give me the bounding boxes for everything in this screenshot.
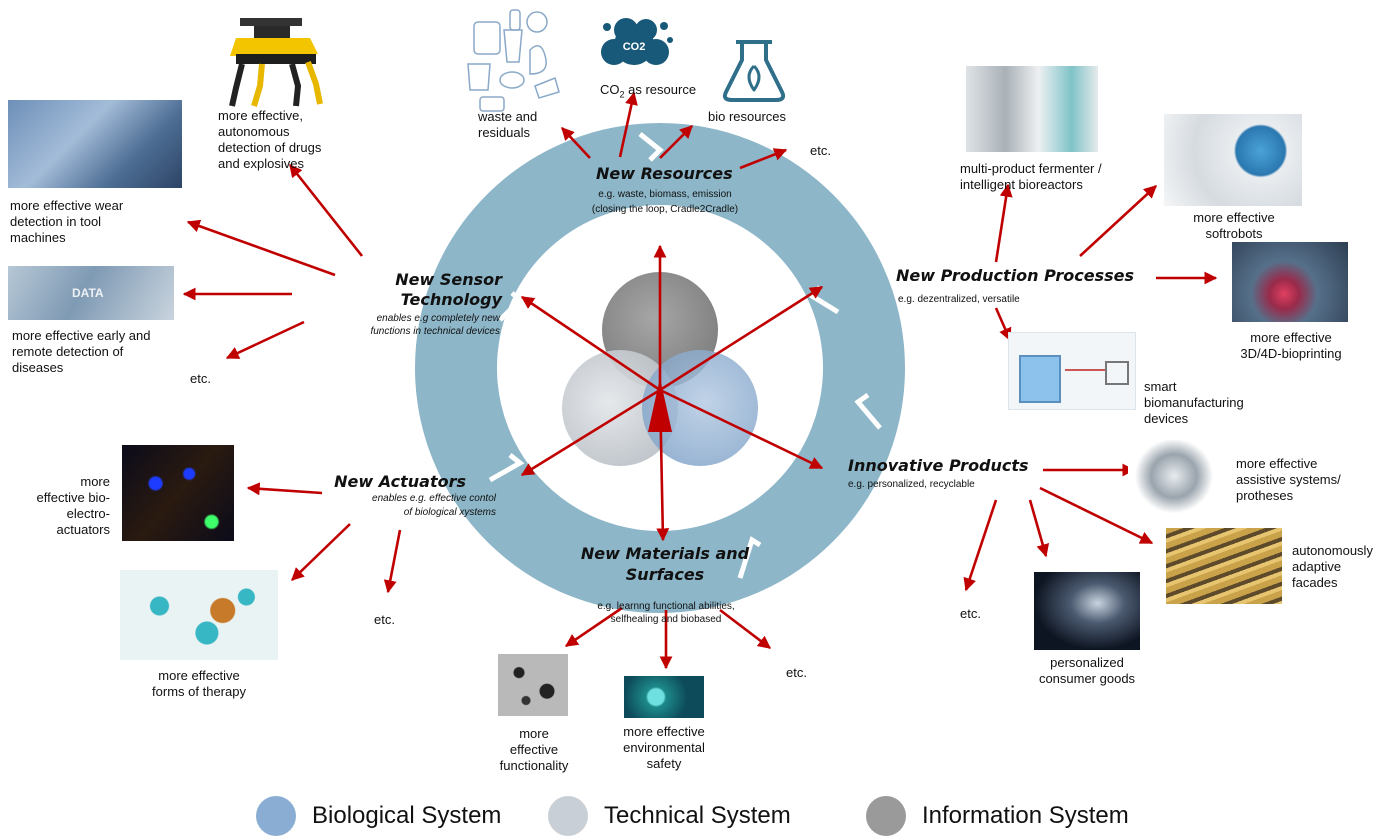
co2-bubble-text: CO2 xyxy=(623,41,646,53)
innovative-products-desc: e.g. personalized, recyclable xyxy=(848,479,975,490)
new-materials-title-1: New Materials and xyxy=(580,544,750,563)
new-actuators-desc-1: enables e.g. effective contol xyxy=(372,493,496,504)
new-materials-title-2: Surfaces xyxy=(625,565,705,584)
remote-detection-image: DATA xyxy=(8,266,174,320)
legend-information: Information System xyxy=(866,796,1129,836)
new-sensor-desc-1: enables e.g completely new xyxy=(376,313,500,324)
legend-technical-swatch xyxy=(548,796,588,836)
etc-actuators-label: etc. xyxy=(374,612,395,627)
legend-biological-label: Biological System xyxy=(312,802,502,829)
legend-technical-label: Technical System xyxy=(604,802,791,829)
etc-resources-label: etc. xyxy=(810,143,831,158)
etc-sensor-label: etc. xyxy=(190,371,211,386)
fermenter-label: multi-product fermenter /intelligent bio… xyxy=(960,161,1102,192)
robot-dog-image xyxy=(229,18,323,107)
exoskeleton-image xyxy=(1128,440,1220,520)
legend-biological-swatch xyxy=(256,796,296,836)
new-materials-desc-2: selfhealing and biobased xyxy=(610,614,722,625)
bioelectro-image xyxy=(122,445,234,541)
new-production-desc: e.g. dezentralized, versatile xyxy=(898,294,1020,305)
functionality-image xyxy=(498,654,568,716)
technical-system-circle xyxy=(562,350,678,466)
innovative-products-title: Innovative Products xyxy=(848,456,1029,475)
new-materials-desc-1: e.g. learnng functional abilities, xyxy=(597,601,735,612)
outcome-arrows xyxy=(182,91,1218,670)
environmental-safety-image xyxy=(624,676,704,718)
etc-products-label: etc. xyxy=(960,606,981,621)
new-resources-desc-1: e.g. waste, biomass, emission xyxy=(598,189,732,200)
co2-resource-label: CO2 as resource xyxy=(600,82,697,100)
new-sensor-desc-2: functions in technical devices xyxy=(370,326,500,337)
etc-materials-label: etc. xyxy=(786,665,807,680)
data-overlay-text: DATA xyxy=(72,286,104,300)
new-production-title: New Production Processes xyxy=(896,266,1134,285)
new-actuators-desc-2: of biological xystems xyxy=(403,507,496,518)
process-ring xyxy=(415,123,905,613)
therapy-image xyxy=(120,570,278,660)
fermenter-image xyxy=(966,66,1098,152)
new-resources-title: New Resources xyxy=(596,164,733,183)
biomanufacturing-image xyxy=(1008,332,1136,410)
co2-cloud-icon xyxy=(601,18,673,65)
facades-image xyxy=(1166,528,1282,604)
consumer-goods-image xyxy=(1034,572,1140,650)
waste-residuals-image xyxy=(467,9,560,112)
legend-technical: Technical System xyxy=(548,796,791,836)
softrobot-image xyxy=(1164,114,1302,206)
bio-flask-icon xyxy=(722,40,786,102)
bioprinting-image xyxy=(1232,242,1348,322)
legend-information-swatch xyxy=(866,796,906,836)
legend-biological: Biological System xyxy=(256,796,501,836)
new-sensor-title-1: New Sensor xyxy=(395,270,502,289)
bio-resources-label: bio resources xyxy=(708,109,787,124)
new-sensor-title-2: Technology xyxy=(400,290,502,309)
legend-information-label: Information System xyxy=(922,802,1129,829)
radial-arrows xyxy=(520,244,824,542)
wear-detection-image xyxy=(8,100,182,188)
new-resources-desc-2: (closing the loop, Cradle2Cradle) xyxy=(591,204,739,215)
new-actuators-title: New Actuators xyxy=(334,472,466,491)
